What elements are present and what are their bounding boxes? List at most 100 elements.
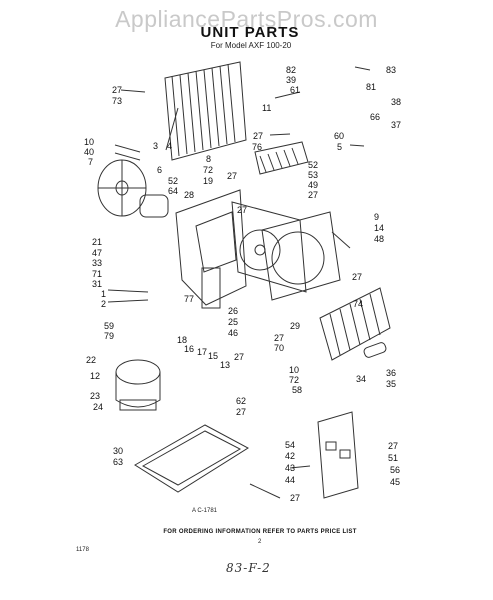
callout-27: 27 (112, 85, 123, 95)
base-pan (134, 424, 249, 493)
callout-21: 21 (92, 237, 103, 247)
callout-66: 66 (370, 112, 381, 122)
drawing-code: A C-1781 (192, 508, 218, 514)
condenser-coil-bottom (319, 287, 391, 361)
callout-58: 58 (292, 385, 303, 395)
callout-27: 27 (388, 441, 399, 451)
ordering-info: FOR ORDERING INFORMATION REFER TO PARTS … (163, 529, 357, 535)
callout-44: 44 (285, 475, 296, 485)
callout-25: 25 (228, 317, 239, 327)
callout-37: 37 (391, 120, 402, 130)
callout-13: 13 (220, 360, 231, 370)
fan-motor (139, 194, 169, 218)
callout-23: 23 (90, 391, 101, 401)
callout-63: 63 (113, 457, 124, 467)
callout-54: 54 (285, 440, 296, 450)
callout-73: 73 (112, 96, 123, 106)
callout-7: 7 (88, 157, 94, 167)
callout-8: 8 (206, 154, 212, 164)
diagram-subtitle: For Model AXF 100-20 (210, 41, 292, 50)
callout-48: 48 (374, 234, 385, 244)
callout-82: 82 (286, 65, 297, 75)
callout-43: 43 (285, 463, 296, 473)
callout-76: 76 (252, 142, 263, 152)
callout-45: 45 (390, 477, 401, 487)
callout-47: 47 (92, 248, 103, 258)
callout-10: 10 (84, 137, 95, 147)
evaporator-filter (254, 141, 309, 175)
condenser-coil-top (164, 61, 247, 161)
callout-81: 81 (366, 82, 377, 92)
callout-28: 28 (184, 190, 195, 200)
callout-5: 5 (337, 142, 343, 152)
leader-lines (107, 66, 371, 499)
callout-18: 18 (177, 335, 188, 345)
callout-27: 27 (352, 272, 363, 282)
callout-42: 42 (285, 451, 296, 461)
callout-27: 27 (290, 493, 301, 503)
callout-3: 3 (153, 141, 159, 151)
callout-56: 56 (390, 465, 401, 475)
callout-27: 27 (227, 171, 238, 181)
callout-2: 2 (101, 299, 107, 309)
callout-22: 22 (86, 355, 97, 365)
callout-46: 46 (228, 328, 239, 338)
callout-14: 14 (374, 223, 385, 233)
capacitor (363, 342, 387, 358)
evaporator-scroll (261, 211, 341, 301)
callout-27: 27 (237, 205, 248, 215)
document-code: 1178 (76, 547, 89, 553)
handwritten-note: 83-F-2 (226, 561, 271, 575)
callout-52: 52 (308, 160, 319, 170)
callout-27: 27 (308, 190, 319, 200)
callout-60: 60 (334, 131, 345, 141)
callout-49: 49 (308, 180, 319, 190)
partition-bulkhead (175, 189, 247, 309)
fan-blade-left (97, 159, 147, 217)
callout-6: 6 (157, 165, 163, 175)
callout-15: 15 (208, 351, 219, 361)
callout-38: 38 (391, 97, 402, 107)
compressor (115, 359, 161, 411)
callout-10: 10 (289, 365, 300, 375)
blower-housing (231, 201, 307, 293)
callout-27: 27 (236, 407, 247, 417)
callout-27: 27 (234, 352, 245, 362)
callout-74: 74 (353, 299, 364, 309)
callout-12: 12 (90, 371, 101, 381)
callout-51: 51 (388, 453, 399, 463)
callout-61: 61 (290, 85, 301, 95)
callout-35: 35 (386, 379, 397, 389)
page-number: 2 (258, 539, 262, 545)
callout-30: 30 (113, 446, 124, 456)
callout-79: 79 (104, 331, 115, 341)
callout-19: 19 (203, 176, 214, 186)
callout-52: 52 (168, 176, 179, 186)
watermark: AppliancePartsPros.com (115, 6, 378, 32)
callout-64: 64 (168, 186, 179, 196)
callout-17: 17 (197, 347, 208, 357)
callout-24: 24 (93, 402, 104, 412)
callout-59: 59 (104, 321, 115, 331)
callout-62: 62 (236, 396, 247, 406)
callout-71: 71 (92, 269, 103, 279)
callout-70: 70 (274, 343, 285, 353)
callout-40: 40 (84, 147, 95, 157)
callout-27: 27 (253, 131, 264, 141)
callout-1: 1 (101, 289, 107, 299)
control-panel (317, 411, 359, 499)
callout-83: 83 (386, 65, 397, 75)
callout-33: 33 (92, 258, 103, 268)
callout-29: 29 (290, 321, 301, 331)
diagram-title: UNIT PARTS (200, 24, 300, 41)
callout-11: 11 (262, 103, 272, 113)
callout-72: 72 (203, 165, 214, 175)
callout-31: 31 (92, 279, 103, 289)
callout-16: 16 (184, 344, 195, 354)
callout-34: 34 (356, 374, 367, 384)
callout-53: 53 (308, 170, 319, 180)
callout-9: 9 (374, 212, 380, 222)
callout-26: 26 (228, 306, 239, 316)
